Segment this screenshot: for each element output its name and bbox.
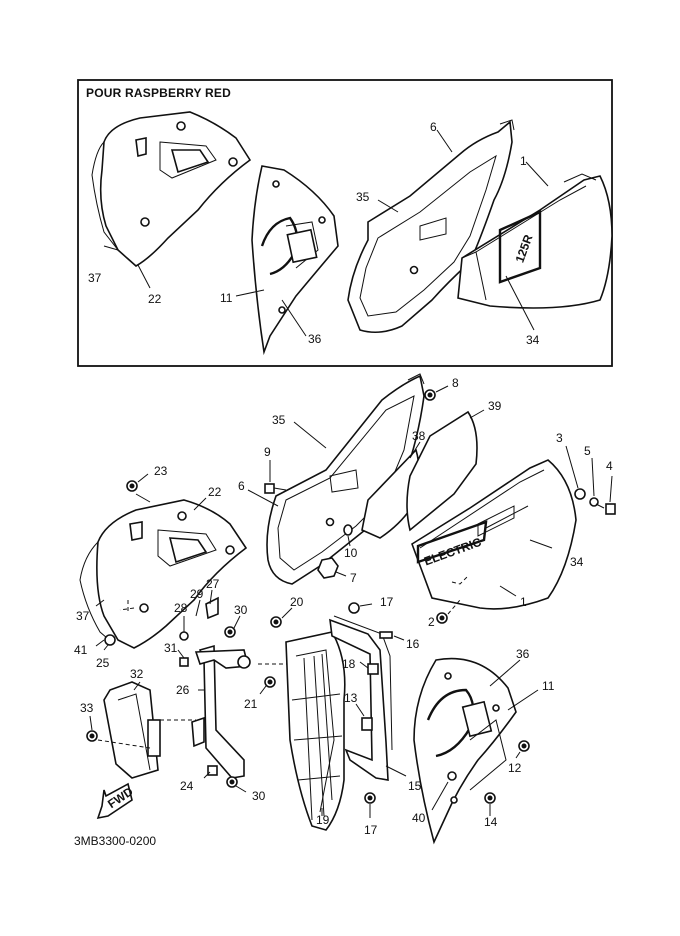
callout-34: 34 <box>570 555 584 569</box>
fastener-bolt-23 <box>126 480 138 492</box>
callout-41: 41 <box>74 643 88 657</box>
callout-8: 8 <box>452 376 459 390</box>
callout-33: 33 <box>80 701 94 715</box>
fastener-bolt-24 <box>207 765 218 776</box>
callout-inset-1: 1 <box>520 154 527 168</box>
side-cover-22 <box>79 499 248 649</box>
callout-3: 3 <box>556 431 563 445</box>
callout-16: 16 <box>406 637 420 651</box>
callout-18: 18 <box>342 657 356 671</box>
callout-inset-34: 34 <box>526 333 540 347</box>
forward-arrow-icon: FWD <box>96 782 136 820</box>
callout-10: 10 <box>344 546 358 560</box>
fastener-bolt-30a <box>224 626 236 638</box>
fastener-bolt-9 <box>264 483 287 494</box>
fastener-bolt-17b <box>364 792 376 804</box>
inset-title: POUR RASPBERRY RED <box>86 86 231 100</box>
radiator-cover-11 <box>413 657 517 845</box>
fastener-bolt-4 <box>595 503 616 515</box>
callout-25: 25 <box>96 656 110 670</box>
callout-11: 11 <box>542 679 555 693</box>
callout-6: 6 <box>238 479 245 493</box>
callout-30b: 30 <box>252 789 266 803</box>
callout-2: 2 <box>428 615 435 629</box>
callout-21: 21 <box>244 697 258 711</box>
callout-40: 40 <box>412 811 426 825</box>
callout-15: 15 <box>408 779 422 793</box>
callout-9: 9 <box>264 445 271 459</box>
drawing-code: 3MB3300-0200 <box>74 834 157 848</box>
fastener-collar-3 <box>574 488 586 500</box>
callout-35: 35 <box>272 413 286 427</box>
fastener-bolt-14 <box>484 792 496 804</box>
callout-19: 19 <box>316 813 330 827</box>
callout-39: 39 <box>488 399 502 413</box>
bracket-assembly-26 <box>191 596 251 779</box>
callout-12: 12 <box>508 761 522 775</box>
callout-14: 14 <box>484 815 498 829</box>
fastener-bolt-21 <box>264 676 276 688</box>
callout-17a: 17 <box>380 595 394 609</box>
callout-inset-6: 6 <box>430 120 437 134</box>
fastener-bolt-30b <box>226 776 238 788</box>
radiator-guard-frame-15 <box>329 615 393 781</box>
callout-inset-11: 11 <box>220 291 233 305</box>
callout-inset-36: 36 <box>308 332 322 346</box>
fastener-bolt-20 <box>270 616 282 628</box>
callout-1: 1 <box>520 595 527 609</box>
fastener-bolt-17a <box>348 602 360 614</box>
inset-radiator-cover-11 <box>251 165 339 356</box>
callout-13: 13 <box>344 691 358 705</box>
callout-inset-35: 35 <box>356 190 370 204</box>
callout-28: 28 <box>174 601 188 615</box>
callout-31: 31 <box>164 641 178 655</box>
callout-27: 27 <box>206 577 220 591</box>
callout-36: 36 <box>516 647 530 661</box>
fastener-grommet-18 <box>367 663 379 675</box>
fastener-collar-40 <box>447 771 457 781</box>
callout-37: 37 <box>76 609 90 623</box>
callout-38: 38 <box>412 429 426 443</box>
fastener-bolt-2 <box>436 612 448 624</box>
callout-26: 26 <box>176 683 190 697</box>
fastener-clip-16 <box>379 631 393 639</box>
fastener-bolt-25 <box>104 634 116 646</box>
inset-side-cover-22 <box>91 111 252 267</box>
callout-29: 29 <box>190 587 204 601</box>
callout-inset-22: 22 <box>148 292 162 306</box>
radiator-louver-19 <box>285 631 346 831</box>
inset-number-plate-1: 125R <box>457 173 613 309</box>
callout-24: 24 <box>180 779 194 793</box>
guard-32 <box>103 681 161 779</box>
panel-decal-39 <box>406 410 478 532</box>
callout-4: 4 <box>606 459 613 473</box>
callout-17b: 17 <box>364 823 378 837</box>
fastener-bolt-8 <box>424 389 436 401</box>
callout-7: 7 <box>350 571 357 585</box>
inset-callouts: 6 35 1 37 22 11 36 34 <box>88 120 540 347</box>
callout-5: 5 <box>584 444 591 458</box>
fastener-grommet-13 <box>361 717 373 731</box>
fastener-grommet-10 <box>343 524 353 536</box>
fastener-bolt-28 <box>179 631 189 641</box>
callout-32: 32 <box>130 667 144 681</box>
number-plate-1: ELECTRIC <box>411 459 577 610</box>
callout-22: 22 <box>208 485 222 499</box>
main-callouts: 8 35 39 38 9 6 3 5 4 23 22 10 7 34 2 1 3… <box>74 376 613 837</box>
fastener-bolt-12 <box>518 740 530 752</box>
callout-inset-37: 37 <box>88 271 102 285</box>
fastener-bolt-33 <box>86 730 98 742</box>
callout-30a: 30 <box>234 603 248 617</box>
callout-23: 23 <box>154 464 168 478</box>
callout-20: 20 <box>290 595 304 609</box>
fastener-clip-31 <box>179 657 189 667</box>
fastener-nut-7 <box>317 557 339 579</box>
